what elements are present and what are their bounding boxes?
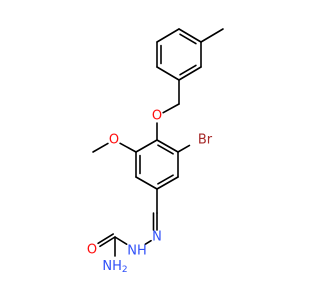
- double-bond-inner: [157, 144, 174, 155]
- double-bond: [178, 66, 202, 81]
- atom-br: Br: [198, 133, 213, 148]
- molecule-structure: O O Br N NH O NH2: [87, 28, 224, 276]
- atom-o-carbonyl: O: [87, 243, 97, 258]
- atom-n-imine: N: [152, 230, 162, 245]
- atom-nh2: NH2: [102, 259, 127, 276]
- single-bond: [114, 236, 128, 246]
- single-bond: [135, 139, 158, 153]
- single-bond: [200, 28, 224, 43]
- atom-o-ether: O: [152, 109, 162, 124]
- double-bond-inner: [179, 64, 197, 76]
- single-bond: [162, 103, 180, 114]
- double-bond-inner: [157, 174, 174, 185]
- double-bond-inner: [179, 33, 197, 45]
- double-bond: [156, 176, 179, 190]
- double-bond: [156, 139, 179, 153]
- double-bond-second: [97, 233, 114, 245]
- single-bond: [119, 142, 137, 153]
- single-bond: [156, 66, 180, 81]
- single-bond: [135, 176, 158, 190]
- single-bond: [177, 144, 191, 153]
- single-bond: [156, 28, 180, 43]
- double-bond: [99, 236, 116, 248]
- single-bond: [92, 142, 109, 153]
- atom-o-methoxy: O: [109, 133, 119, 148]
- atom-nh: NH: [127, 244, 147, 259]
- atom-label-layer: O O Br N NH O NH2: [87, 109, 213, 276]
- double-bond: [178, 28, 202, 43]
- bond-layer: [92, 28, 224, 257]
- single-bond: [144, 239, 152, 246]
